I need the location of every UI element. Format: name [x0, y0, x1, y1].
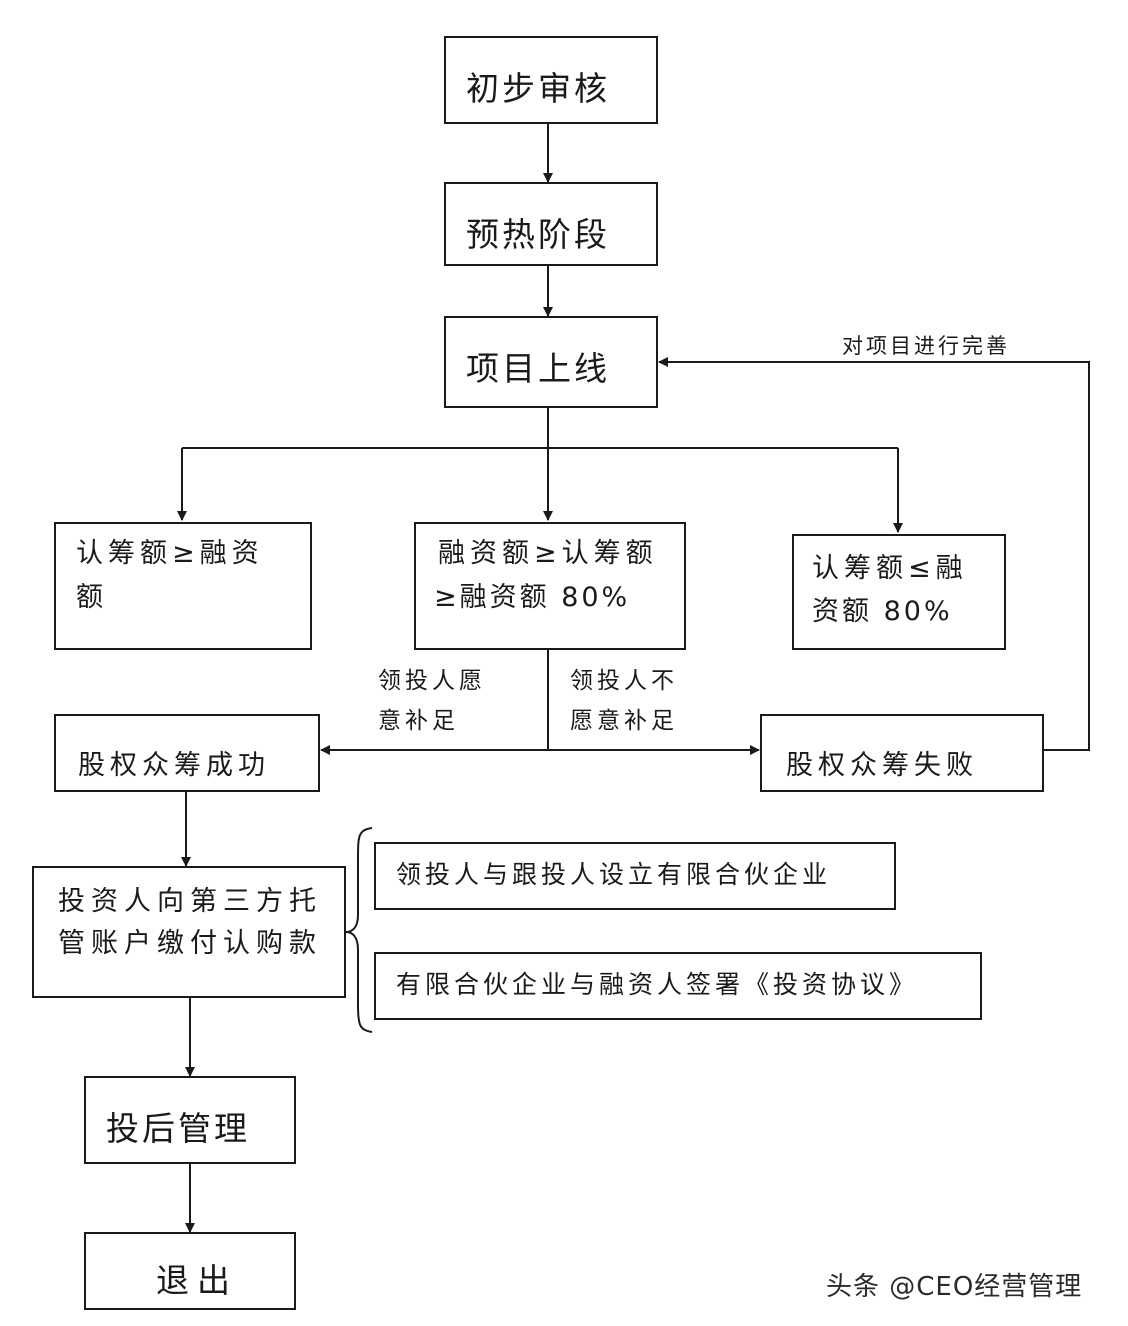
result-fail-label: 股权众筹失败 [786, 750, 978, 781]
note-agreement-label: 有限合伙企业与融资人签署《投资协议》 [396, 970, 919, 999]
box-fail [760, 714, 1044, 792]
arrow-fail-back-to-online [658, 357, 1090, 751]
step-exit-label: 退出 [156, 1261, 238, 1300]
step-online-label: 项目上线 [466, 349, 610, 388]
step-review-label: 初步审核 [466, 69, 610, 108]
box-cond-mid [414, 522, 686, 650]
cond-mid-line1: 融资额≥认筹额 [438, 538, 658, 569]
box-cond-left [54, 522, 312, 650]
cond-mid-line2: ≥融资额 80% [434, 582, 631, 613]
box-exit [84, 1232, 296, 1310]
note-partnership-label: 领投人与跟投人设立有限合伙企业 [396, 860, 832, 889]
label-willing-line1: 领投人愿 [378, 668, 486, 694]
step-warmup-label: 预热阶段 [466, 215, 610, 254]
box-success [54, 714, 320, 792]
label-unwilling-line2: 愿意补足 [570, 708, 678, 734]
box-cond-right [792, 534, 1006, 650]
result-success-label: 股权众筹成功 [78, 750, 270, 781]
box-review [444, 36, 658, 124]
label-willing-line2: 意补足 [378, 708, 459, 734]
box-online [444, 316, 658, 408]
watermark: 头条 @CEO经营管理 [826, 1272, 1083, 1302]
box-note-partnership [374, 842, 896, 910]
cond-left-line2: 额 [76, 582, 108, 613]
payment-line2: 管账户缴付认购款 [58, 928, 322, 959]
box-payment [32, 866, 346, 998]
cond-left-line1: 认筹额≥融资 [76, 538, 264, 569]
box-post [84, 1076, 296, 1164]
curly-brace [345, 827, 373, 1033]
cond-right-line2: 资额 80% [812, 596, 953, 627]
cond-right-line1: 认筹额≤融 [812, 553, 968, 584]
label-improve: 对项目进行完善 [842, 334, 1010, 358]
box-note-agreement [374, 952, 982, 1020]
payment-line1: 投资人向第三方托 [58, 886, 322, 917]
step-post-label: 投后管理 [106, 1109, 250, 1148]
label-unwilling-line1: 领投人不 [570, 668, 678, 694]
box-warmup [444, 182, 658, 266]
